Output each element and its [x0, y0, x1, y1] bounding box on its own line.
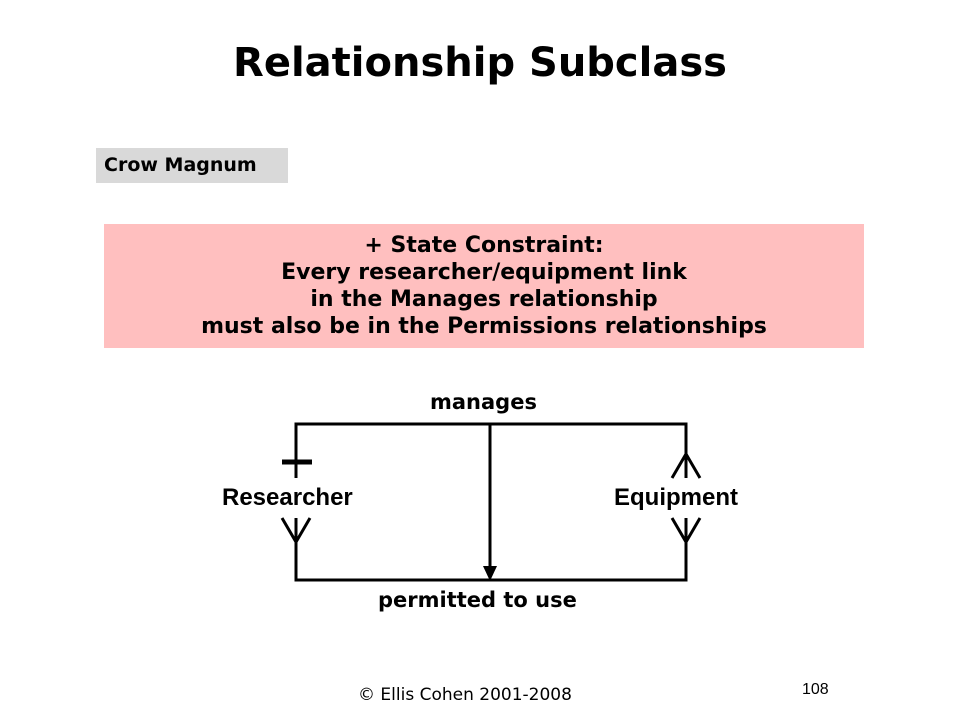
copyright-notice: © Ellis Cohen 2001-2008: [358, 685, 572, 705]
notation-tag: Crow Magnum: [96, 148, 288, 183]
crows-foot-equipment-permitted: [670, 517, 702, 545]
constraint-line-2: in the Manages relationship: [310, 287, 658, 312]
slide-title: Relationship Subclass: [233, 40, 727, 86]
constraint-heading: + State Constraint:: [364, 233, 604, 258]
permitted-to-use-relationship-line: [294, 518, 688, 582]
manages-label: manages: [430, 390, 537, 414]
equipment-entity: Equipment: [614, 484, 738, 511]
page-number: 108: [802, 681, 829, 698]
permitted-to-use-label: permitted to use: [378, 588, 577, 612]
crows-foot-researcher: [280, 517, 312, 545]
state-constraint-box: + State Constraint: Every researcher/equ…: [104, 224, 864, 348]
constraint-line-1: Every researcher/equipment link: [281, 260, 687, 285]
constraint-line-3: must also be in the Permissions relation…: [201, 314, 767, 339]
crows-foot-equipment-manages: [670, 451, 702, 479]
researcher-entity: Researcher: [222, 484, 353, 511]
subset-arrowhead: [483, 566, 497, 581]
